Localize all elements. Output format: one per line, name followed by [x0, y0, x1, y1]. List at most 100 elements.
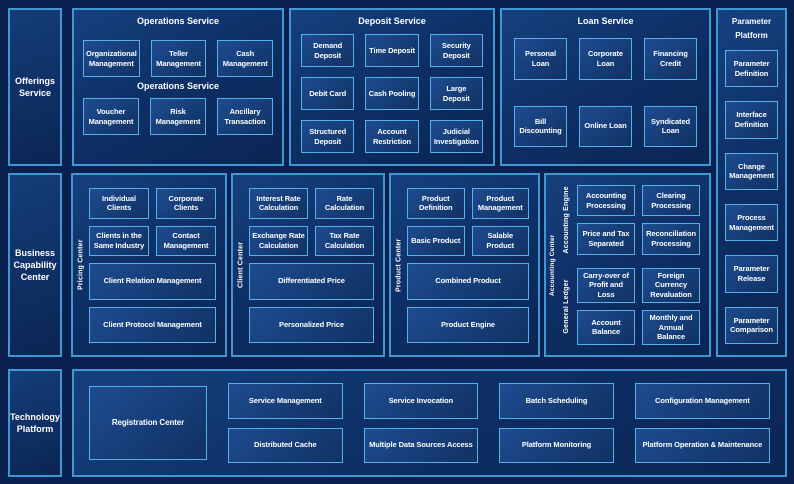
- node-clients-in-the-same-industry: Clients in the Same Industry: [89, 225, 149, 256]
- node-price-and-tax-separated: Price and Tax Separated: [577, 223, 635, 255]
- node-corporate-loan: Corporate Loan: [579, 38, 632, 80]
- top-area: Offerings Service Operations Service Org…: [8, 8, 787, 357]
- section-accounting-center: Accounting Center Accounting Engine Acco…: [544, 173, 711, 357]
- node-online-loan: Online Loan: [579, 105, 632, 147]
- accounting-content: Accounting Engine Accounting Processing …: [559, 175, 709, 355]
- deposit-service-title: Deposit Service: [358, 16, 426, 26]
- node-debit-card: Debit Card: [301, 77, 355, 110]
- rail-offerings-service: Offerings Service: [8, 8, 62, 166]
- rail-business-capability-center: Business Capability Center: [8, 173, 62, 357]
- node-bill-discounting: Bill Discounting: [514, 105, 567, 147]
- section-pricing-center: Pricing Center Individual Clients Corpor…: [71, 173, 227, 357]
- node-basic-product: Basic Product: [407, 225, 465, 256]
- node-financing-credit: Financing Credit: [644, 38, 697, 80]
- node-time-deposit: Time Deposit: [365, 34, 419, 67]
- parameter-items: Parameter Definition Interface Definitio…: [718, 42, 785, 355]
- node-security-deposit: Security Deposit: [429, 34, 483, 67]
- parameter-platform-title: Parameter Platform: [718, 10, 785, 42]
- services-row: Offerings Service Operations Service Org…: [8, 8, 711, 166]
- node-account-restriction: Account Restriction: [365, 120, 419, 153]
- pricing-center-content: Individual Clients Corporate Clients Cli…: [89, 175, 225, 355]
- node-change-management: Change Management: [725, 152, 778, 191]
- node-teller-management: Teller Management: [150, 40, 207, 77]
- node-distributed-cache: Distributed Cache: [228, 427, 343, 463]
- node-tax-rate-calculation: Tax Rate Calculation: [315, 225, 374, 256]
- accounting-engine-grid: Accounting Processing Clearing Processin…: [577, 185, 700, 255]
- deposit-grid: Demand Deposit Time Deposit Security Dep…: [291, 26, 493, 164]
- rail-technology-platform: Technology Platform: [8, 369, 62, 477]
- node-interest-rate-calculation: Interest Rate Calculation: [249, 188, 308, 219]
- node-service-management: Service Management: [228, 383, 343, 419]
- node-voucher-management: Voucher Management: [83, 98, 139, 135]
- node-multiple-data-sources-access: Multiple Data Sources Access: [363, 427, 479, 463]
- general-ledger-group: General Ledger Carry-over of Profit and …: [559, 267, 700, 345]
- node-carry-over-of-profit-and-loss: Carry-over of Profit and Loss: [577, 267, 635, 303]
- node-registration-center: Registration Center: [89, 386, 207, 460]
- node-platform-monitoring: Platform Monitoring: [499, 427, 614, 463]
- node-combined-product: Combined Product: [407, 263, 529, 300]
- product-center-content: Product Definition Product Management Ba…: [407, 175, 538, 355]
- node-client-relation-management: Client Relation Management: [89, 263, 216, 300]
- node-corporate-clients: Corporate Clients: [156, 188, 216, 219]
- section-operations-service: Operations Service Organizational Manage…: [72, 8, 284, 166]
- node-risk-management: Risk Management: [150, 98, 206, 135]
- tech-column-1: Service Management Distributed Cache: [228, 383, 343, 463]
- node-service-invocation: Service Invocation: [363, 383, 479, 419]
- node-configuration-management: Configuration Management: [634, 383, 770, 419]
- node-contact-management: Contact Management: [156, 225, 216, 256]
- client-center-label: Client Center: [237, 241, 245, 289]
- client-pair-1: Interest Rate Calculation Rate Calculati…: [249, 188, 374, 219]
- node-process-management: Process Management: [725, 204, 778, 242]
- node-product-engine: Product Engine: [407, 306, 529, 343]
- node-interface-definition: Interface Definition: [725, 101, 778, 139]
- operations-service-title: Operations Service: [136, 16, 220, 26]
- accounting-engine-label: Accounting Engine: [563, 186, 570, 254]
- product-center-label: Product Center: [395, 238, 403, 292]
- section-client-center: Client Center Interest Rate Calculation …: [231, 173, 385, 357]
- node-clearing-processing: Clearing Processing: [642, 185, 700, 217]
- node-salable-product: Salable Product: [471, 225, 529, 256]
- node-reconciliation-processing: Reconciliation Processing: [642, 223, 700, 255]
- node-parameter-comparison: Parameter Comparison: [725, 306, 778, 344]
- node-foreign-currency-revaluation: Foreign Currency Revaluation: [642, 267, 700, 303]
- node-demand-deposit: Demand Deposit: [301, 34, 355, 67]
- tech-column-3: Batch Scheduling Platform Monitoring: [499, 383, 614, 463]
- technology-row: Technology Platform Registration Center …: [8, 369, 787, 477]
- accounting-center-label: Accounting Center: [549, 234, 556, 296]
- node-cash-management: Cash Management: [217, 40, 274, 77]
- tech-column-4: Configuration Management Platform Operat…: [634, 383, 770, 463]
- node-parameter-definition: Parameter Definition: [725, 50, 778, 88]
- node-differentiated-price: Differentiated Price: [249, 263, 374, 300]
- section-deposit-service: Deposit Service Demand Deposit Time Depo…: [289, 8, 495, 166]
- client-pair-2: Exchange Rate Calculation Tax Rate Calcu…: [249, 225, 374, 256]
- node-structured-deposit: Structured Deposit: [301, 120, 355, 153]
- node-platform-operation-maintenance: Platform Operation & Maintenance: [634, 427, 770, 463]
- node-rate-calculation: Rate Calculation: [315, 188, 374, 219]
- operations-row-2: Voucher Management Risk Management Ancil…: [74, 98, 282, 135]
- node-individual-clients: Individual Clients: [89, 188, 149, 219]
- product-pair-1: Product Definition Product Management: [407, 188, 529, 219]
- node-batch-scheduling: Batch Scheduling: [499, 383, 614, 419]
- section-loan-service: Loan Service Personal Loan Corporate Loa…: [500, 8, 711, 166]
- loan-service-title: Loan Service: [577, 16, 634, 26]
- node-organizational-management: Organizational Management: [83, 40, 140, 77]
- node-large-deposit: Large Deposit: [429, 77, 483, 110]
- pricing-pair-2: Clients in the Same Industry Contact Man…: [89, 225, 216, 256]
- client-center-content: Interest Rate Calculation Rate Calculati…: [249, 175, 383, 355]
- tech-column-2: Service Invocation Multiple Data Sources…: [363, 383, 479, 463]
- node-monthly-and-annual-balance: Monthly and Annual Balance: [642, 309, 700, 345]
- operations-row-1: Organizational Management Teller Managem…: [74, 40, 282, 77]
- section-technology-platform: Registration Center Service Management D…: [72, 369, 787, 477]
- general-ledger-label: General Ledger: [563, 279, 570, 334]
- parameter-platform-title-line2: Platform: [735, 30, 768, 40]
- node-product-definition: Product Definition: [407, 188, 465, 219]
- accounting-engine-group: Accounting Engine Accounting Processing …: [559, 185, 700, 255]
- section-product-center: Product Center Product Definition Produc…: [389, 173, 540, 357]
- node-exchange-rate-calculation: Exchange Rate Calculation: [249, 225, 308, 256]
- pricing-pair-1: Individual Clients Corporate Clients: [89, 188, 216, 219]
- general-ledger-grid: Carry-over of Profit and Loss Foreign Cu…: [577, 267, 700, 345]
- node-cash-pooling: Cash Pooling: [365, 77, 419, 110]
- node-accounting-processing: Accounting Processing: [577, 185, 635, 217]
- node-personalized-price: Personalized Price: [249, 306, 374, 343]
- operations-service-subtitle: Operations Service: [136, 81, 220, 91]
